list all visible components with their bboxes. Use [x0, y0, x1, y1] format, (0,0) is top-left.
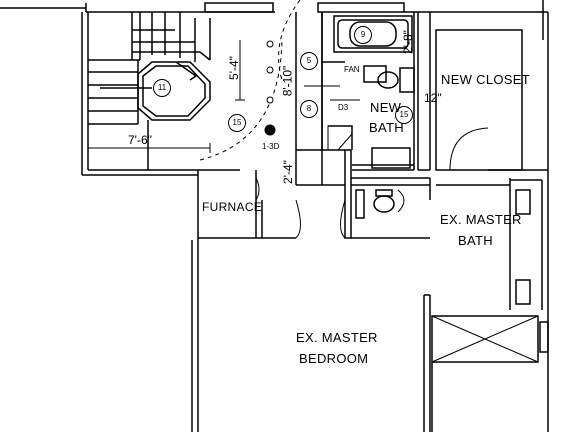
tag-15-bath: 15	[395, 106, 413, 124]
dim-12: 12"	[424, 91, 442, 105]
dim-8-10: 8'-10"	[280, 65, 295, 97]
room-ex-master-bedroom-line1: EX. MASTER	[296, 330, 378, 345]
room-new-bath-line2: BATH	[369, 120, 404, 135]
dim-2-8: 2'-8"	[400, 30, 415, 54]
dim-5-4: 5'-4"	[226, 56, 241, 80]
tag-15-hall: 15	[228, 114, 246, 132]
fan-label: FAN	[344, 65, 360, 74]
room-new-closet: NEW CLOSET	[441, 72, 530, 87]
room-new-bath-line1: NEW	[370, 100, 402, 115]
room-ex-master-bath-line2: BATH	[458, 233, 493, 248]
tag-9: 9	[354, 26, 372, 44]
room-furnace: FURNACE	[202, 200, 263, 214]
door-tag-d3: D3	[338, 103, 349, 112]
tag-5: 5	[300, 52, 318, 70]
tag-11: 11	[153, 79, 171, 97]
dim-2-4: 2'-4"	[280, 160, 295, 184]
fixture-tag: 1-3D	[262, 142, 280, 151]
dim-7-6: 7'-6"	[128, 133, 152, 147]
room-ex-master-bedroom-line2: BEDROOM	[299, 351, 369, 366]
room-ex-master-bath-line1: EX. MASTER	[440, 212, 522, 227]
tag-8: 8	[300, 100, 318, 118]
